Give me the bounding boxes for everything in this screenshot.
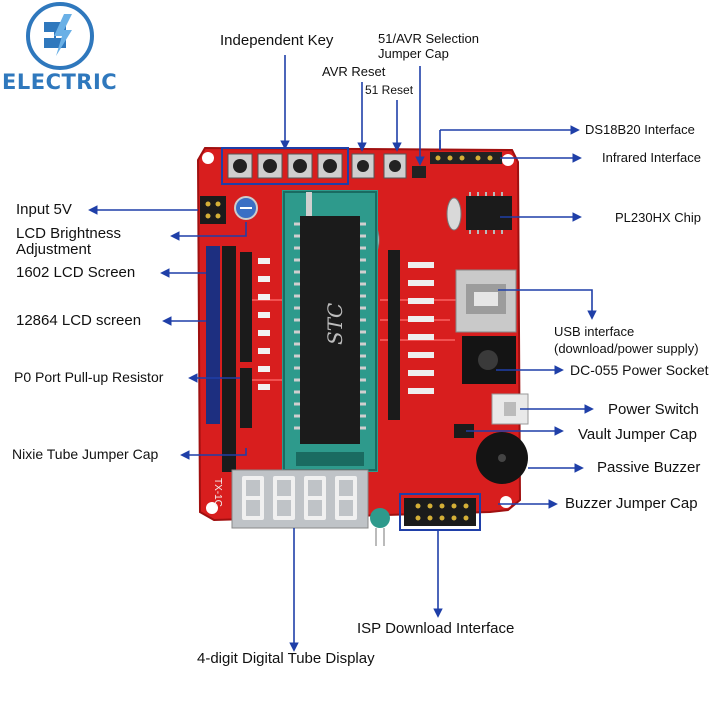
usb-port xyxy=(455,269,517,333)
label-avr-reset: AVR Reset xyxy=(322,64,386,79)
lcd-headers xyxy=(206,246,252,472)
board-model-silkscreen: TX-1C xyxy=(212,478,223,507)
label-isp: ISP Download Interface xyxy=(357,620,515,637)
label-input-5v: Input 5V xyxy=(16,201,72,218)
label-lcd-brightness-line1: LCD Brightness xyxy=(16,225,122,242)
brand-name: ELECTRIC xyxy=(2,70,118,94)
digit-segment-group xyxy=(304,476,326,520)
label-lcd-brightness-line2: Adjustment xyxy=(16,241,92,258)
independent-keys xyxy=(221,147,407,185)
label-power-switch: Power Switch xyxy=(608,401,699,418)
digital-tube-display xyxy=(231,469,369,529)
label-infrared: Infrared Interface xyxy=(602,150,701,165)
isp-header xyxy=(399,493,481,531)
brand-logo-icon xyxy=(26,2,94,70)
resistor-array xyxy=(258,258,270,390)
label-pl230hx: PL230HX Chip xyxy=(615,210,701,225)
label-digital-tube: 4-digit Digital Tube Display xyxy=(197,650,375,667)
mcu-chip xyxy=(294,216,366,444)
led-array xyxy=(388,250,434,420)
passive-buzzer xyxy=(454,424,528,484)
label-ds18b20: DS18B20 Interface xyxy=(585,122,695,137)
green-capacitor xyxy=(370,508,390,546)
label-usb-line1: USB interface xyxy=(554,324,635,339)
dc-power-socket xyxy=(462,336,516,384)
label-lcd1602: 1602 LCD Screen xyxy=(16,264,136,281)
label-dc055: DC-055 Power Socket xyxy=(570,362,709,378)
label-independent-key: Independent Key xyxy=(220,32,334,49)
label-p0-pullup: P0 Port Pull-up Resistor xyxy=(14,369,164,385)
label-vault-jumper: Vault Jumper Cap xyxy=(578,426,697,443)
label-lcd12864: 12864 LCD screen xyxy=(16,312,142,329)
chip-label: STC xyxy=(323,303,347,345)
label-passive-buzzer: Passive Buzzer xyxy=(597,459,701,476)
label-nixie-jumper: Nixie Tube Jumper Cap xyxy=(12,446,159,462)
digit-segment-group xyxy=(273,476,295,520)
label-buzzer-jumper: Buzzer Jumper Cap xyxy=(565,495,698,512)
digit-segment-group xyxy=(242,476,264,520)
label-usb-line2: (download/power supply) xyxy=(554,341,699,356)
top-headers xyxy=(412,152,502,178)
annotation-arrows xyxy=(88,55,597,652)
label-avr-selection-line1: 51/AVR Selection xyxy=(378,31,479,46)
label-51-reset: 51 Reset xyxy=(365,83,414,97)
digit-segment-group xyxy=(335,476,357,520)
label-avr-selection-line2: Jumper Cap xyxy=(378,46,449,61)
input-5v-header xyxy=(200,196,258,224)
